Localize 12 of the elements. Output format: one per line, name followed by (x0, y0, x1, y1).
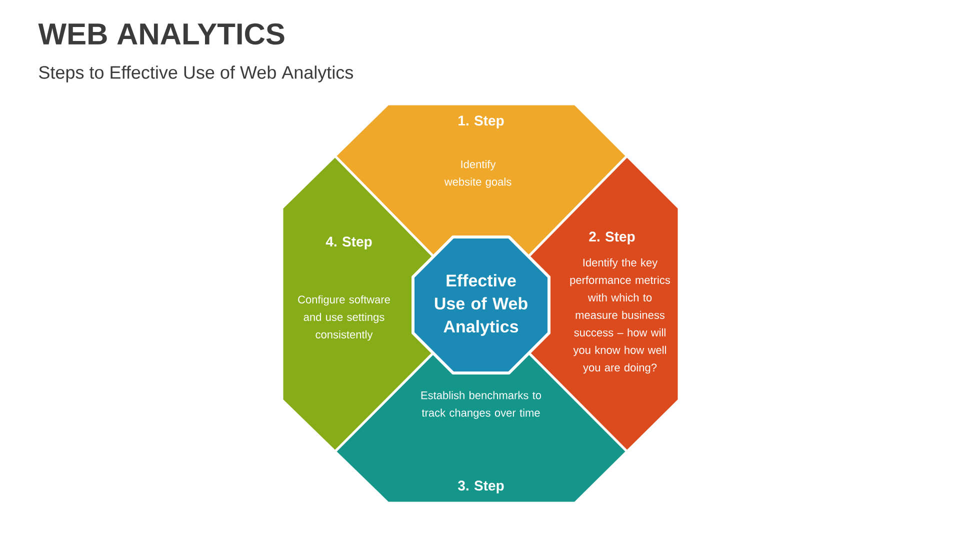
center-octagon (412, 236, 550, 374)
step-text: Establish benchmarks to track changes over time (421, 391, 542, 419)
subtitle: Steps to Effective Use of Web Analytics (39, 66, 354, 82)
step-text: Configure software and use settings consistently (298, 295, 390, 341)
step-text: Identify the key performance metrics with which to measure business success – how will you know how well you are doing? (570, 258, 670, 374)
center-label: Effective Use of Web Analytics (434, 274, 528, 336)
step-heading: 3. Step (458, 480, 504, 494)
step-text: Identify website goals (444, 160, 512, 188)
title: WEB ANALYTICS (38, 23, 284, 45)
step-heading: 2. Step (589, 232, 635, 244)
step-heading: 1. Step (458, 116, 504, 128)
step-heading: 4. Step (326, 236, 372, 250)
